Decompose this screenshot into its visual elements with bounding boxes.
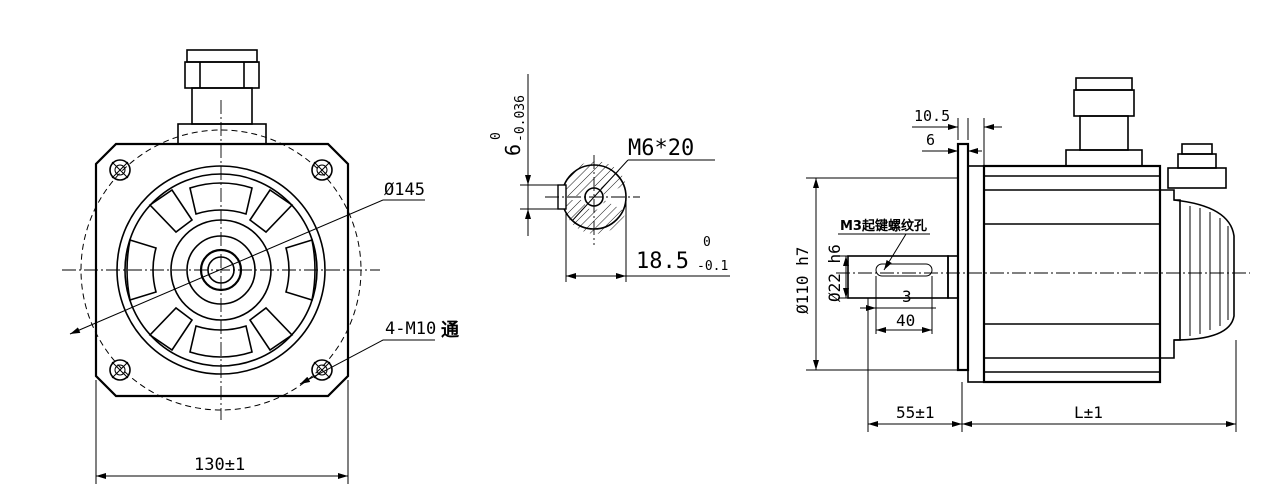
shaft-length-label: 55±1 <box>896 403 935 422</box>
side-connector <box>1065 77 1143 167</box>
keyhole-note: M3起键螺纹孔 <box>840 218 927 234</box>
depth-lower-tol: -0.1 <box>697 259 728 274</box>
output-shaft <box>847 255 949 299</box>
front-spokes <box>126 182 316 358</box>
diameter-label: Ø145 <box>384 180 425 200</box>
shaft-section: 6 0 -0.036 M6*20 18.5 0 -0.1 <box>489 74 730 282</box>
front-flange <box>94 142 350 398</box>
key-upper-tol: 0 <box>489 132 504 140</box>
encoder-fins <box>1189 206 1229 336</box>
shaft-diameter: Ø22 h6 <box>825 244 844 302</box>
dim-3: 3 <box>902 287 912 306</box>
body-length-label: L±1 <box>1074 403 1103 422</box>
depth-upper-tol: 0 <box>703 235 711 250</box>
dim-40: 40 <box>896 311 915 330</box>
side-view: 10.5 6 M3起键螺纹孔 Ø110 h7 Ø22 h6 3 40 <box>793 77 1250 432</box>
key-lower-tol: -0.036 <box>513 95 528 142</box>
front-connector <box>177 49 267 145</box>
holes-suffix: 通 <box>441 320 459 341</box>
key-width: 6 <box>501 144 525 156</box>
depth-label: 18.5 <box>636 249 689 274</box>
dim-6: 6 <box>926 131 935 149</box>
holes-label: 4-M10 <box>385 319 436 339</box>
thread-label: M6*20 <box>628 136 694 161</box>
mounting-holes <box>109 159 333 381</box>
width-label: 130±1 <box>194 455 245 475</box>
dim-10-5: 10.5 <box>914 107 950 125</box>
motor-body <box>982 164 1162 384</box>
front-view: Ø145 4-M10 通 130±1 <box>62 49 459 484</box>
pilot-diameter: Ø110 h7 <box>793 247 812 314</box>
